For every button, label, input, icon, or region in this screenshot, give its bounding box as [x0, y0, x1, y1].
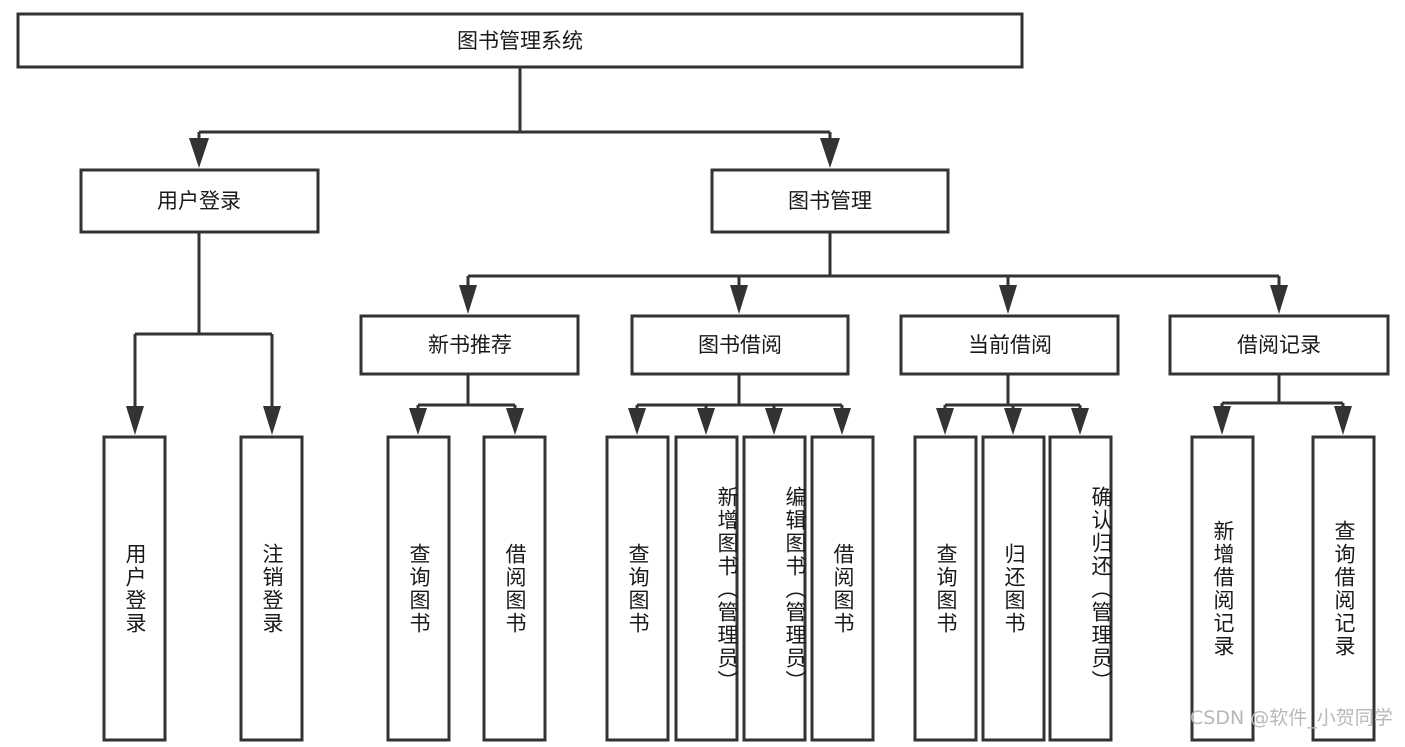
connector-group-borrow-record — [1213, 374, 1352, 435]
node-label-new-book-recommend: 新书推荐 — [428, 333, 512, 357]
node-label-borrow-record: 借阅记录 — [1237, 333, 1321, 357]
node-box-user-login-leaf[interactable] — [102, 435, 167, 742]
node-box-current-borrow[interactable] — [899, 314, 1120, 376]
arrow-head-borrow-edit-book — [765, 408, 783, 435]
node-box-user-logout-leaf[interactable] — [239, 435, 304, 742]
arrow-head-borrow-record — [1270, 285, 1288, 314]
arrow-head-current-borrow — [999, 285, 1017, 314]
arrow-head-book-management — [820, 138, 840, 168]
arrow-head-book-borrow — [730, 285, 748, 314]
arrow-head-current-query-book — [936, 408, 954, 435]
node-borrow-record[interactable]: 借阅记录 — [1168, 314, 1390, 376]
node-box-record-query[interactable] — [1311, 435, 1376, 742]
node-box-recommend-query-book[interactable] — [386, 435, 451, 742]
node-box-current-return-book[interactable] — [981, 435, 1046, 742]
connector-group-book-borrow — [628, 374, 851, 435]
node-book-borrow[interactable]: 图书借阅 — [630, 314, 850, 376]
arrow-head-current-return-book — [1004, 408, 1022, 435]
arrow-head-new-book-recommend — [459, 285, 477, 314]
node-label-user-login: 用户登录 — [157, 189, 241, 213]
csdn-watermark: CSDN @软件_小贺同学 — [1190, 707, 1393, 729]
node-box-root[interactable] — [16, 12, 1024, 69]
node-box-new-book-recommend[interactable] — [359, 314, 580, 376]
node-user-login[interactable]: 用户登录 — [79, 168, 320, 234]
node-box-borrow-borrow-book[interactable] — [810, 435, 875, 742]
node-box-book-borrow[interactable] — [630, 314, 850, 376]
node-current-borrow[interactable]: 当前借阅 — [899, 314, 1120, 376]
node-box-recommend-borrow-book[interactable] — [482, 435, 547, 742]
arrow-head-user-logout-leaf — [263, 406, 281, 435]
node-label-book-management: 图书管理 — [788, 189, 872, 213]
arrow-head-user-login-leaf — [126, 406, 144, 435]
arrow-head-recommend-borrow-book — [506, 408, 524, 435]
arrow-head-borrow-add-book — [697, 408, 715, 435]
node-label-book-borrow: 图书借阅 — [698, 333, 782, 357]
node-root[interactable]: 图书管理系统 — [16, 12, 1024, 69]
arrow-head-borrow-borrow-book — [833, 408, 851, 435]
node-box-user-login[interactable] — [79, 168, 320, 234]
connector-group-book-management — [459, 232, 1288, 314]
node-box-record-add[interactable] — [1190, 435, 1255, 742]
node-box-borrow-edit-book[interactable] — [742, 435, 807, 742]
arrow-head-record-query — [1334, 406, 1352, 435]
connector-group-current-borrow — [936, 374, 1089, 435]
node-label-current-borrow: 当前借阅 — [968, 333, 1052, 357]
arrow-head-record-add — [1213, 406, 1231, 435]
node-new-book-recommend[interactable]: 新书推荐 — [359, 314, 580, 376]
node-box-book-management[interactable] — [710, 168, 950, 234]
arrow-head-recommend-query-book — [409, 408, 427, 435]
node-box-current-confirm-return[interactable] — [1048, 435, 1113, 742]
node-box-current-query-book[interactable] — [913, 435, 978, 742]
arrow-head-borrow-query-book — [628, 408, 646, 435]
node-label-root: 图书管理系统 — [457, 29, 583, 53]
node-box-borrow-add-book[interactable] — [674, 435, 739, 742]
connector-group-root — [189, 67, 840, 168]
connector-group-user-login — [126, 232, 281, 435]
arrow-head-user-login — [189, 138, 209, 168]
connector-group-new-book-recommend — [409, 374, 524, 435]
node-box-borrow-query-book[interactable] — [605, 435, 670, 742]
node-box-borrow-record[interactable] — [1168, 314, 1390, 376]
node-book-management[interactable]: 图书管理 — [710, 168, 950, 234]
arrow-head-current-confirm-return — [1071, 408, 1089, 435]
